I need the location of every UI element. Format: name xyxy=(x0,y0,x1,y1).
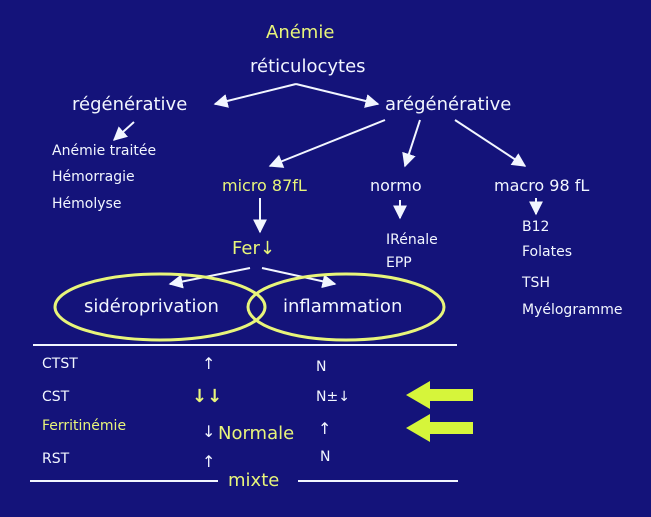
subtype-micro: micro 87fL xyxy=(222,176,307,195)
macro-cause-item: B12 xyxy=(522,219,550,235)
arrow-to-regenerative xyxy=(213,83,297,108)
arrow-to-macro xyxy=(454,119,527,167)
macro-cause-item: TSH xyxy=(522,275,550,291)
highlight-arrow-cst xyxy=(406,381,473,409)
arrow-to-micro xyxy=(268,119,386,168)
ellipse-label-sideroprivation: sidéroprivation xyxy=(84,296,219,317)
macro-cause-item: Myélogramme xyxy=(522,302,623,318)
table-cell-siderop: ↑ xyxy=(202,452,216,471)
subtitle: réticulocytes xyxy=(250,56,366,77)
ellipse-sideroprivation xyxy=(53,272,267,342)
macro-cause-item: Folates xyxy=(522,244,572,260)
cause-item: Hémolyse xyxy=(52,196,122,212)
arrow-fer-to-siderop xyxy=(168,267,251,289)
normo-cause-item: IRénale xyxy=(386,232,438,248)
normo-cause-item: EPP xyxy=(386,255,412,271)
table-cell-inflam: N xyxy=(316,359,327,375)
arrow-to-causes xyxy=(112,121,135,141)
table-cell-inflam: N±↓ xyxy=(316,389,350,405)
table-row-label: RST xyxy=(42,451,70,467)
ellipse-inflammation xyxy=(246,272,446,342)
arrow-to-aregenerative xyxy=(295,83,380,108)
table-cell-siderop: ↓↓ xyxy=(192,386,223,407)
subtype-normo: normo xyxy=(370,176,422,195)
table-cell-siderop: ↓ xyxy=(202,422,216,441)
table-row-label: CTST xyxy=(42,356,78,372)
table-row-label: CST xyxy=(42,389,70,405)
table-row-label: Ferritinémie xyxy=(42,418,127,434)
fer-decrease: Fer↓ xyxy=(232,238,275,259)
arrow-to-normo xyxy=(402,119,421,168)
ellipse-label-inflammation: inflammation xyxy=(283,296,403,317)
branch-regenerative: régénérative xyxy=(72,94,188,115)
table-cell-siderop: ↑ xyxy=(202,354,216,373)
mixte-label: mixte xyxy=(228,470,280,491)
cause-item: Anémie traitée xyxy=(52,143,157,159)
branch-aregenerative: arégénérative xyxy=(385,94,512,115)
arrow-fer-to-inflam xyxy=(261,267,337,289)
cause-item: Hémorragie xyxy=(52,169,135,185)
table-cell-inflam: N xyxy=(320,449,331,465)
highlight-arrow-ferritinemie xyxy=(406,414,473,442)
subtype-macro: macro 98 fL xyxy=(494,176,590,195)
title: Anémie xyxy=(266,22,335,43)
table-cell-inflam: ↑ xyxy=(318,419,332,438)
normale-label: Normale xyxy=(218,423,295,444)
